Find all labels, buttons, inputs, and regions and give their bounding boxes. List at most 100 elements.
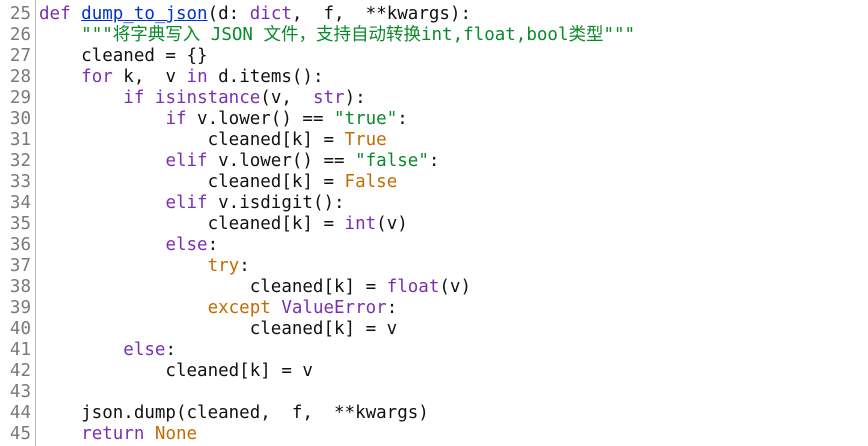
code-token: d.items(): (207, 67, 324, 87)
code-token: (d: (207, 4, 250, 24)
line-number: 39 (9, 298, 31, 318)
line-number: 37 (9, 256, 31, 276)
line-number: 44 (9, 403, 31, 423)
code-line[interactable]: cleaned[k] = int(v) (39, 214, 868, 235)
code-line[interactable]: json.dump(cleaned, f, **kwargs) (39, 403, 868, 424)
code-line[interactable]: if v.lower() == "true": (39, 109, 868, 130)
code-token: (v) (439, 277, 471, 297)
code-line[interactable]: except ValueError: (39, 298, 868, 319)
code-area[interactable]: def dump_to_json(d: dict, f, **kwargs): … (39, 4, 868, 445)
line-number: 35 (9, 214, 31, 234)
code-token: : (428, 151, 440, 171)
code-token: (v) (376, 214, 408, 234)
code-token: elif (165, 193, 208, 213)
code-token: (v, (260, 88, 313, 108)
code-token: cleaned[k] = (39, 214, 345, 234)
code-token (39, 109, 165, 129)
code-token: dict (249, 4, 292, 24)
code-line[interactable]: return None (39, 424, 868, 445)
code-line[interactable]: cleaned[k] = True (39, 130, 868, 151)
code-line[interactable]: cleaned[k] = float(v) (39, 277, 868, 298)
code-token: v.lower() == (207, 151, 356, 171)
code-line[interactable]: elif v.lower() == "false": (39, 151, 868, 172)
line-number: 42 (9, 361, 31, 381)
code-token: False (344, 172, 398, 192)
line-number: 45 (9, 424, 31, 444)
line-number: 28 (9, 67, 31, 87)
code-line[interactable]: try: (39, 256, 868, 277)
code-token (39, 340, 123, 360)
code-token: if (165, 109, 187, 129)
code-line[interactable]: else: (39, 340, 868, 361)
code-token: try (207, 256, 240, 276)
code-token: cleaned[k] = (39, 172, 345, 192)
code-token: json.dump(cleaned, f, **kwargs) (39, 403, 429, 423)
line-number: 34 (9, 193, 31, 213)
code-token: None (154, 424, 198, 444)
code-token: cleaned = {} (39, 46, 208, 66)
line-number: 25 (9, 4, 31, 24)
code-token: except (207, 298, 271, 318)
code-token: "false" (355, 151, 429, 171)
code-line[interactable]: def dump_to_json(d: dict, f, **kwargs): (39, 4, 868, 25)
code-line[interactable]: elif v.isdigit(): (39, 193, 868, 214)
code-line[interactable]: cleaned = {} (39, 46, 868, 67)
code-token: k, v (112, 67, 187, 87)
code-line[interactable]: """将字典写入 JSON 文件，支持自动转换int,float,bool类型"… (39, 25, 868, 46)
code-token (39, 256, 208, 276)
code-token (144, 424, 155, 444)
gutter-divider (35, 0, 36, 446)
code-line[interactable]: if isinstance(v, str): (39, 88, 868, 109)
code-token: int (344, 214, 377, 234)
code-token: v.isdigit(): (207, 193, 345, 213)
code-token: if (123, 88, 145, 108)
code-token: cleaned[k] = v (39, 319, 398, 339)
code-token: v.lower() == (186, 109, 335, 129)
code-token (71, 4, 82, 24)
line-number: 40 (9, 319, 31, 339)
code-token: True (344, 130, 387, 150)
code-token: , f, **kwargs): (291, 4, 472, 24)
code-token: : (207, 235, 219, 255)
code-token: : (165, 340, 176, 360)
code-token: """将字典写入 JSON 文件，支持自动转换int,float,bool类型"… (81, 25, 636, 45)
code-line[interactable]: cleaned[k] = False (39, 172, 868, 193)
code-token: ValueError (281, 298, 387, 318)
code-token: cleaned[k] = v (39, 361, 313, 381)
code-token: : (386, 298, 398, 318)
line-number: 33 (9, 172, 31, 192)
code-token (39, 151, 165, 171)
line-number: 31 (9, 130, 31, 150)
code-line[interactable]: else: (39, 235, 868, 256)
code-token (144, 88, 155, 108)
code-token: ): (344, 88, 366, 108)
line-number: 29 (9, 88, 31, 108)
line-number: 41 (9, 340, 31, 360)
code-token (39, 67, 81, 87)
code-line[interactable]: ​ (39, 382, 868, 403)
line-number: 43 (9, 382, 31, 402)
code-token: isinstance (154, 88, 261, 108)
code-token: float (386, 277, 440, 297)
code-line[interactable]: for k, v in d.items(): (39, 67, 868, 88)
code-line[interactable]: cleaned[k] = v (39, 361, 868, 382)
code-token: else (123, 340, 166, 360)
line-number: 38 (9, 277, 31, 297)
code-token (39, 193, 165, 213)
code-token (39, 424, 81, 444)
code-token: cleaned[k] = (39, 130, 345, 150)
line-number: 36 (9, 235, 31, 255)
code-token: return (81, 424, 145, 444)
code-token: dump_to_json (81, 4, 208, 24)
code-token: elif (165, 151, 208, 171)
line-number: 27 (9, 46, 31, 66)
code-token: "true" (334, 109, 398, 129)
line-number: 26 (9, 25, 31, 45)
code-line[interactable]: cleaned[k] = v (39, 319, 868, 340)
code-token (39, 88, 123, 108)
code-token: cleaned[k] = (39, 277, 387, 297)
line-number: 30 (9, 109, 31, 129)
code-token: def (39, 4, 71, 24)
